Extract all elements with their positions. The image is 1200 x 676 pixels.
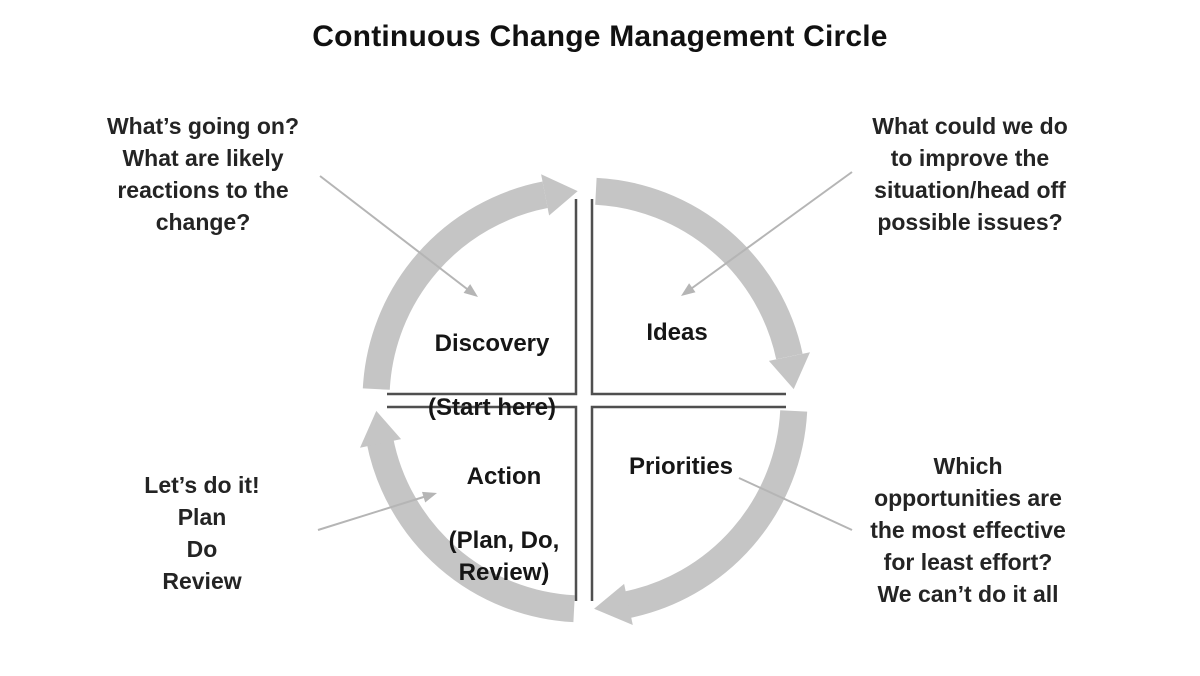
quadrant-label-action: Action (Plan, Do, Review)	[449, 429, 560, 621]
annotation-top-right: What could we do to improve the situatio…	[872, 113, 1068, 235]
quadrant-label-discovery-main: Discovery	[434, 330, 550, 357]
connector-arrowhead-top-left-icon	[463, 284, 478, 297]
cycle-arrowhead-bottom-icon	[594, 583, 633, 625]
quadrant-label-action-sub: (Plan, Do, Review)	[448, 527, 560, 586]
connector-arrowhead-bottom-left-icon	[422, 491, 437, 503]
cycle-arc-ideas	[595, 177, 803, 360]
quadrant-label-action-main: Action	[466, 463, 542, 490]
quadrant-divider-bottom-left	[387, 405, 578, 601]
quadrant-label-ideas: Ideas	[646, 319, 708, 346]
quadrant-divider-top-right	[590, 199, 786, 396]
connector-arrowhead-top-right-icon	[681, 283, 696, 296]
cycle-arc-priorities	[622, 410, 808, 619]
cycle-arrowhead-left-icon	[360, 410, 402, 448]
connector-line-top-left	[319, 175, 472, 293]
page-title: Continuous Change Management Circle	[312, 20, 888, 53]
quadrant-divider-top-left	[387, 199, 578, 396]
annotation-top-left: What’s going on? What are likely reactio…	[106, 113, 300, 235]
annotation-bottom-left: Let’s do it! Plan Do Review	[144, 472, 260, 594]
cycle-arc-action	[366, 437, 575, 623]
quadrant-label-discovery-sub: (Start here)	[427, 394, 557, 421]
connector-line-bottom-right	[738, 477, 853, 531]
connector-line-top-right	[687, 171, 853, 292]
connector-line-bottom-left	[317, 494, 431, 531]
cycle-arrowhead-right-icon	[768, 352, 810, 390]
annotation-bottom-right: Which opportunities are the most effecti…	[870, 453, 1066, 607]
cycle-arc-discovery	[362, 181, 548, 390]
cycle-arrowhead-top-icon	[541, 174, 578, 216]
quadrant-label-priorities: Priorities	[628, 453, 734, 480]
quadrant-divider-bottom-right	[590, 405, 786, 601]
quadrant-label-discovery: Discovery (Start here)	[428, 296, 556, 456]
